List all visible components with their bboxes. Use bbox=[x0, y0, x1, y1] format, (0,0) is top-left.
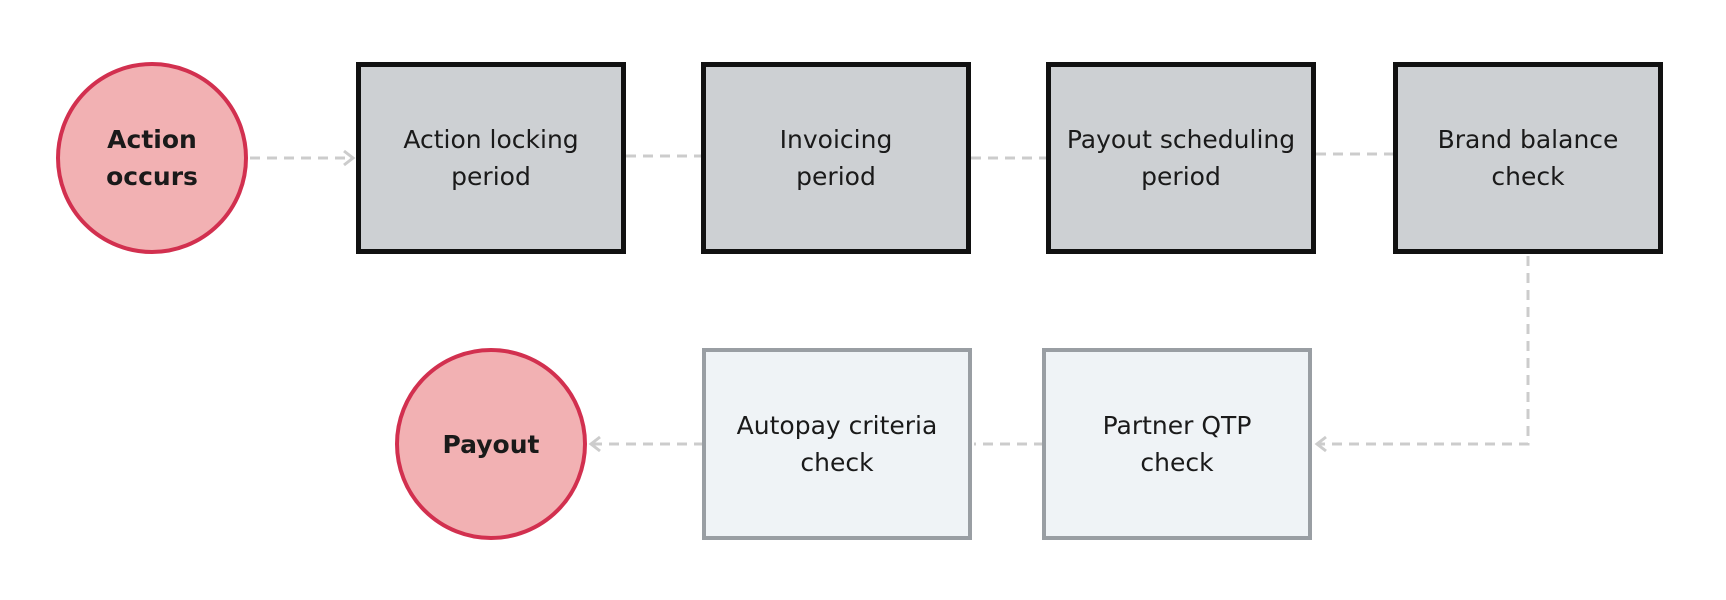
arrowhead-qtp bbox=[1314, 435, 1327, 453]
node-label: Invoicing period bbox=[779, 125, 893, 191]
node-payout-scheduling-period: Payout scheduling period bbox=[1046, 62, 1316, 254]
node-label: Autopay criteria check bbox=[736, 411, 938, 477]
node-label: Payout bbox=[442, 429, 540, 459]
node-action-locking-period: Action locking period bbox=[356, 62, 626, 254]
node-payout: Payout bbox=[395, 348, 587, 540]
node-autopay-criteria-check: Autopay criteria check bbox=[702, 348, 972, 540]
node-brand-balance-check: Brand balance check bbox=[1393, 62, 1663, 254]
node-invoicing-period: Invoicing period bbox=[701, 62, 971, 254]
node-label: Action occurs bbox=[106, 125, 198, 191]
node-partner-qtp-check: Partner QTP check bbox=[1042, 348, 1312, 540]
node-label: Payout scheduling period bbox=[1066, 125, 1296, 191]
node-action-occurs: Action occurs bbox=[56, 62, 248, 254]
node-label: Brand balance check bbox=[1437, 125, 1619, 191]
node-label: Action locking period bbox=[403, 125, 579, 191]
connector-balance-to-qtp bbox=[1318, 256, 1530, 446]
arrowhead-locking bbox=[343, 149, 356, 167]
arrowhead-payout bbox=[588, 435, 601, 453]
node-label: Partner QTP check bbox=[1102, 411, 1252, 477]
